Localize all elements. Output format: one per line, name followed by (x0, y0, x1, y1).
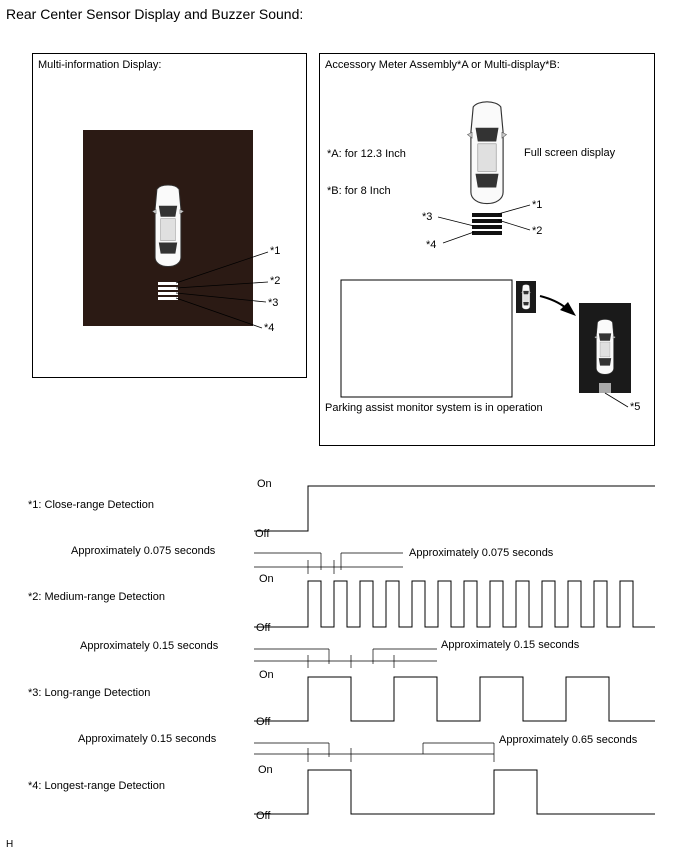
meter-callout-2: *2 (532, 225, 543, 237)
meter-sensor-bar-4 (472, 231, 502, 235)
meter-callout-4: *4 (426, 239, 437, 251)
meter-sensor-bar-2 (472, 219, 502, 223)
long-range-on-label: On (259, 669, 274, 681)
note-8-inch: *B: for 8 Inch (327, 185, 391, 197)
footer-mark: H (6, 839, 14, 850)
meter-sensor-bar-1 (472, 213, 502, 217)
mid-callout-lines (175, 251, 269, 329)
medium-range-off-label: Off (256, 622, 271, 634)
meter-callout-1: *1 (532, 199, 543, 211)
meter-callout-3: *3 (422, 211, 433, 223)
long-range-detection-label: *3: Long-range Detection (28, 687, 151, 699)
monitor-mini-car-icon (521, 284, 531, 310)
multi-information-display-label: Multi-information Display: (38, 59, 162, 71)
medium-range-on-label: On (259, 573, 274, 585)
meter-sensor-bar-3 (472, 225, 502, 229)
full-screen-display-label: Full screen display (524, 147, 616, 159)
long-range-dimensions (254, 648, 437, 668)
close-range-off-label: Off (255, 528, 270, 540)
full-screen-car-icon (594, 319, 616, 375)
longest-range-on-label: On (258, 764, 273, 776)
mid-callout-2: *2 (270, 275, 281, 287)
mid-sensor-bar-3 (158, 292, 178, 295)
medium-range-right-time: Approximately 0.075 seconds (409, 547, 554, 559)
longest-range-off-label: Off (256, 810, 271, 822)
longest-range-detection-label: *4: Longest-range Detection (28, 780, 165, 792)
medium-range-detection-label: *2: Medium-range Detection (28, 591, 165, 603)
meter-car-icon (466, 101, 508, 205)
medium-range-dimensions (254, 552, 403, 574)
full-screen-callout-5: *5 (630, 401, 641, 413)
waveform-long-range (254, 676, 655, 722)
mid-sensor-bar-1 (158, 282, 178, 285)
mid-callout-3: *3 (268, 297, 279, 309)
longest-range-right-time: Approximately 0.65 seconds (499, 734, 638, 746)
mid-sensor-bar-2 (158, 287, 178, 290)
full-screen-sensor-bar (599, 383, 611, 393)
close-range-detection-label: *1: Close-range Detection (28, 499, 154, 511)
longest-range-dimensions (254, 742, 495, 762)
medium-range-left-time: Approximately 0.075 seconds (71, 545, 216, 557)
mid-callout-1: *1 (270, 245, 281, 257)
long-range-left-time: Approximately 0.15 seconds (80, 640, 219, 652)
page-title: Rear Center Sensor Display and Buzzer So… (6, 6, 304, 22)
waveform-medium-range (254, 580, 655, 628)
monitor-frame (340, 279, 513, 398)
accessory-meter-panel (319, 53, 655, 446)
mid-sensor-bar-4 (158, 297, 178, 300)
multi-information-display-panel (32, 53, 307, 378)
mid-callout-4: *4 (264, 322, 275, 334)
mid-car-icon (151, 184, 185, 267)
meter-callout-lines (437, 204, 531, 244)
accessory-meter-label: Accessory Meter Assembly*A or Multi-disp… (325, 59, 560, 71)
long-range-right-time: Approximately 0.15 seconds (441, 639, 580, 651)
waveform-longest-range (254, 769, 655, 815)
waveform-close-range (254, 485, 655, 532)
close-range-on-label: On (257, 478, 272, 490)
note-12-3-inch: *A: for 12.3 Inch (327, 148, 406, 160)
longest-range-left-time: Approximately 0.15 seconds (78, 733, 217, 745)
parking-assist-operation-label: Parking assist monitor system is in oper… (325, 402, 543, 414)
long-range-off-label: Off (256, 716, 271, 728)
arrow-to-full-screen (539, 295, 567, 309)
